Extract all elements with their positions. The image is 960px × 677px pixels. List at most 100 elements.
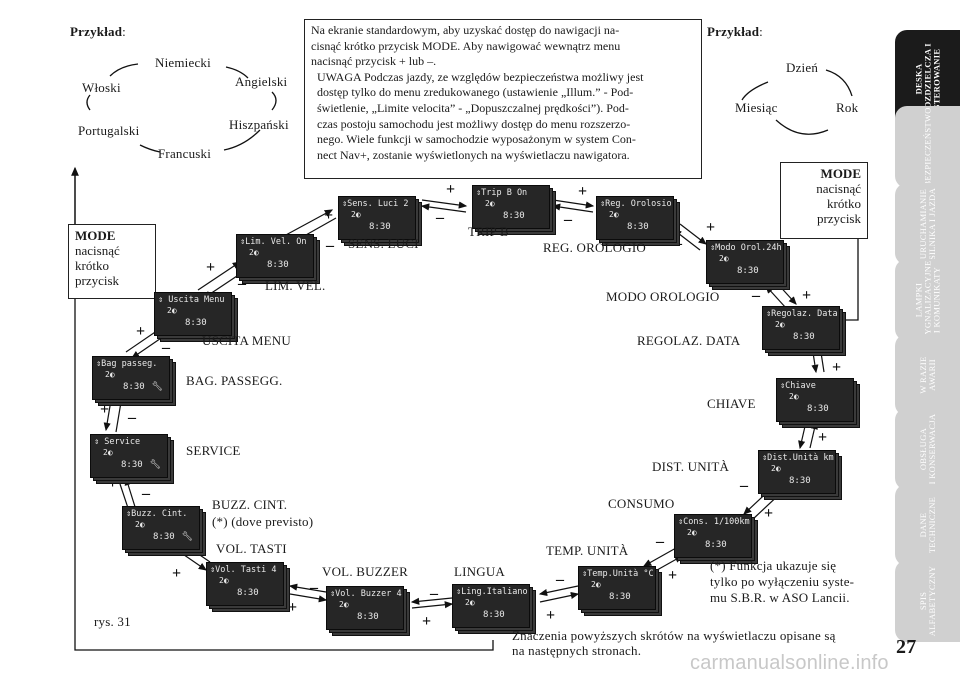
- display-clock: 8:30: [237, 588, 259, 598]
- label-modo-orologio: MODO OROLOGIO: [606, 289, 720, 304]
- display-clock: 8:30: [789, 476, 811, 486]
- display-clock: 8:30: [369, 222, 391, 232]
- label-chiave: CHIAVE: [707, 396, 756, 411]
- display-text: ⇕Bag passeg.: [96, 359, 158, 369]
- display-clock: 8:30: [121, 460, 143, 470]
- label-service: SERVICE: [186, 443, 241, 458]
- display-text: ⇕Buzz. Cint.: [126, 509, 188, 519]
- svg-text:–: –: [751, 287, 761, 304]
- svg-text:+: +: [706, 219, 715, 236]
- tab-lampki[interactable]: LAMPKI SYGNALIZACYJNE I KOMUNIKATY: [895, 259, 960, 341]
- label-lingua: LINGUA: [454, 564, 506, 579]
- svg-text:+: +: [546, 607, 555, 624]
- display-text: ⇕Trip B On: [476, 188, 528, 198]
- label-trip-b: TRIP B: [468, 224, 509, 239]
- tab-label: SPIS ALFABETYCZNY: [917, 565, 937, 637]
- language-english: Angielski: [235, 74, 288, 89]
- display-text: ⇕Dist.Unità km: [762, 453, 834, 463]
- tab-label: LAMPKI SYGNALIZACYJNE I KOMUNIKATY: [913, 260, 941, 340]
- wrench-icon: 🔧︎: [181, 532, 193, 542]
- language-french: Francuski: [158, 146, 212, 161]
- display-clock: 8:30: [705, 540, 727, 550]
- display-clock: 8:30: [609, 592, 631, 602]
- label-lim-vel: LIM. VEL.: [265, 278, 326, 293]
- display-text: ⇕Lim. Vel. On: [240, 237, 307, 247]
- tab-bezpieczenstwo[interactable]: BEZPIECZEŃSTWO: [895, 106, 960, 188]
- language-spanish: Hiszpański: [229, 117, 289, 132]
- label-buzz-cint: BUZZ. CINT.: [212, 497, 288, 512]
- display-text: ⇕ Service: [94, 437, 141, 447]
- display-bag-passegg: ⇕Bag passeg.2◐8:30🔧︎: [92, 356, 176, 406]
- page-number: 27: [896, 636, 917, 658]
- tab-uruchamianie[interactable]: URUCHAMIANIE SILNIKA I JAZDA: [895, 183, 960, 265]
- display-text: ⇕Modo Orol.24h: [710, 243, 782, 253]
- svg-text:+: +: [422, 613, 431, 630]
- svg-text:+: +: [206, 259, 215, 276]
- svg-text:+: +: [172, 565, 181, 582]
- bottom-note: Znaczenia powyższych skrótów na wyświetl…: [512, 628, 836, 658]
- mode-box-right: MODE nacisnąć krótko przycisk: [780, 162, 868, 239]
- instruction-note-text: Na ekranie standardowym, aby uzyskać dos…: [311, 23, 644, 162]
- display-clock: 8:30: [357, 612, 379, 622]
- tab-label: OBSŁUGA I KONSERWACJA: [917, 413, 937, 485]
- display-clock: 8:30: [267, 260, 289, 270]
- svg-text:–: –: [141, 485, 151, 502]
- svg-text:+: +: [136, 323, 145, 340]
- figure-label: rys. 31: [94, 614, 131, 629]
- mode-button-label: MODE: [75, 228, 116, 243]
- footnote-sbr: (*) Funkcja ukazuje się tylko po wyłącze…: [710, 558, 855, 605]
- display-clock: 8:30: [737, 266, 759, 276]
- date-month: Miesiąc: [735, 100, 778, 115]
- label-vol-tasti: VOL. TASTI: [216, 541, 287, 556]
- display-clock: 8:30: [793, 332, 815, 342]
- tab-obsluga[interactable]: OBSŁUGA I KONSERWACJA: [895, 408, 960, 490]
- label-bag-passegg: BAG. PASSEGG.: [186, 373, 283, 388]
- mode-instruction: nacisnąć krótko przycisk: [816, 181, 861, 226]
- tab-spis-alfabetyczny[interactable]: SPIS ALFABETYCZNY: [895, 560, 960, 642]
- display-text: ⇕Chiave: [780, 381, 816, 391]
- display-clock: 8:30: [807, 404, 829, 414]
- svg-text:–: –: [563, 211, 573, 228]
- svg-text:–: –: [161, 339, 171, 356]
- svg-text:+: +: [818, 429, 827, 446]
- svg-text:–: –: [309, 579, 319, 596]
- watermark: carmanualsonline.info: [690, 652, 889, 674]
- label-reg-orologio: REG. OROLOGIO: [543, 240, 646, 255]
- svg-text:–: –: [435, 209, 445, 226]
- svg-text:+: +: [578, 183, 587, 200]
- label-buzz-cint-note: (*) (dove previsto): [212, 514, 314, 529]
- svg-text:+: +: [764, 505, 773, 522]
- tab-label: BEZPIECZEŃSTWO: [922, 107, 932, 187]
- display-text: ⇕ Uscita Menu: [158, 295, 225, 305]
- svg-text:–: –: [429, 585, 439, 602]
- display-text: ⇕Regolaz. Data: [766, 309, 838, 319]
- language-portuguese: Portugalski: [78, 123, 140, 138]
- wrench-icon: 🔧︎: [151, 382, 163, 392]
- display-text: ⇕Ling.Italiano: [456, 587, 528, 597]
- tab-label: DESKA ROZDZIELCZA I STEROWANIE: [913, 43, 941, 115]
- mode-box-left: MODE nacisnąć krótko przycisk: [68, 224, 156, 299]
- svg-text:+: +: [324, 207, 333, 224]
- label-dist-unita: DIST. UNITÀ: [652, 459, 730, 474]
- svg-text:+: +: [288, 599, 297, 616]
- language-italian: Włoski: [82, 80, 121, 95]
- mode-button-label: MODE: [820, 166, 861, 181]
- display-clock: 8:30: [483, 610, 505, 620]
- svg-text:+: +: [446, 181, 455, 198]
- tab-dane-techniczne[interactable]: DANE TECHNICZNE: [895, 484, 960, 566]
- date-year: Rok: [836, 100, 859, 115]
- display-clock: 8:30: [123, 382, 145, 392]
- label-consumo: CONSUMO: [608, 496, 675, 511]
- tab-w-razie-awarii[interactable]: W RAZIE AWARII: [895, 334, 960, 416]
- tab-label: W RAZIE AWARII: [917, 356, 937, 394]
